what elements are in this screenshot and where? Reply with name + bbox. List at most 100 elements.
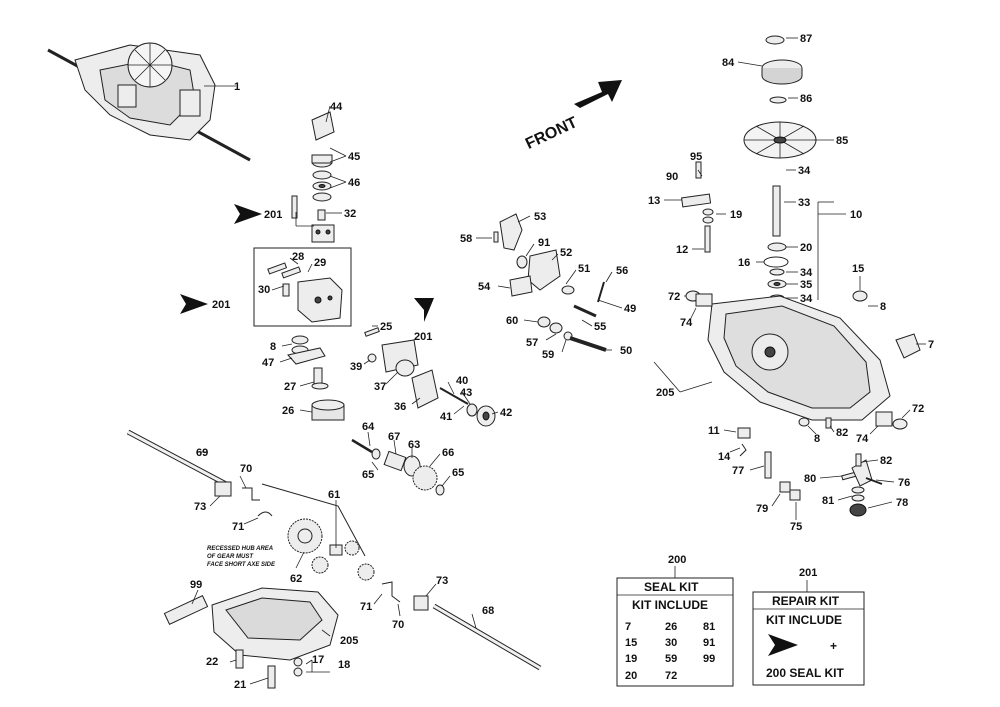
note-line: OF GEAR MUST [207,554,254,560]
callout-number: 82 [880,455,892,467]
callout-number: 35 [800,279,812,291]
cooling-fan [743,121,817,159]
callout-number: 21 [234,679,246,691]
input-shaft-stack [681,161,789,302]
callout-number: 72 [668,291,680,303]
seal-kit-subtitle: KIT INCLUDE [632,598,708,612]
callout-number: 41 [440,411,452,423]
seal-kit-part: 72 [665,670,677,682]
callout-number: 201 [414,331,432,343]
transaxle-housing-assembly [47,42,251,162]
lower-right-parts [737,427,883,517]
callout-number: 87 [800,33,812,45]
callout-number: 73 [436,575,448,587]
callout-number: 73 [194,501,206,513]
callout-number: 22 [206,656,218,668]
callout-number: 12 [676,244,688,256]
callout-number: 86 [800,93,812,105]
note-line: FACE SHORT AXE SIDE [207,562,276,568]
callout-number: 39 [350,361,362,373]
center-pump-parts [364,327,496,427]
kit-201-marker-arrow [234,204,262,224]
callout-number: 28 [292,251,304,263]
callout-number: 56 [616,265,628,277]
kit-201-marker-arrow [180,294,208,314]
callout-number: 7 [928,339,934,351]
callout-number: 76 [898,477,910,489]
callout-number: 57 [526,337,538,349]
callout-number: 68 [482,605,494,617]
callout-number: 34 [800,267,813,279]
repair-kit-title: REPAIR KIT [772,594,840,608]
callout-number: 71 [360,601,372,613]
callout-number: 201 [264,209,282,221]
callout-number: 79 [756,503,768,515]
callout-number: 10 [850,209,862,221]
kit-201-marker-arrow [768,634,798,656]
repair-kit-subtitle: KIT INCLUDE [766,613,842,627]
callout-number: 59 [542,349,554,361]
callout-number: 14 [718,451,731,463]
seal-kit-table: 200 SEAL KIT KIT INCLUDE 7 26 81 15 30 9… [616,554,734,687]
callout-number: 64 [362,421,375,433]
callout-number: 77 [732,465,744,477]
callout-number: 70 [392,619,404,631]
callout-number: 44 [330,101,343,113]
callout-number: 201 [212,299,230,311]
callout-number: 17 [312,654,324,666]
callout-number: 27 [284,381,296,393]
seal-kit-title: SEAL KIT [644,580,699,594]
callout-number: 63 [408,439,420,451]
callout-number: 45 [348,151,360,163]
callout-number: 37 [374,381,386,393]
callout-number: 74 [856,433,869,445]
callout-number: 18 [338,659,350,671]
callout-number: 8 [270,341,276,353]
callout-number: 15 [852,263,864,275]
callout-number: 90 [666,171,678,183]
kit-201-marker-arrow [414,298,434,322]
callout-number: 205 [656,387,674,399]
seal-kit-part: 91 [703,637,715,649]
callout-number: 29 [314,257,326,269]
callout-number: 69 [196,447,208,459]
callout-number: 58 [460,233,472,245]
callout-number: 95 [690,151,702,163]
callout-number: 47 [262,357,274,369]
callout-number: 34 [800,293,813,305]
control-arm-assembly [493,213,607,352]
callout-number: 50 [620,345,632,357]
callout-number: 49 [624,303,636,315]
callout-number: 46 [348,177,360,189]
lower-housing-left [163,587,339,689]
seal-kit-part: 99 [703,653,715,665]
seal-kit-part: 19 [625,653,637,665]
callout-number: 36 [394,401,406,413]
callout-number: 62 [290,573,302,585]
seal-kit-part: 7 [625,621,631,633]
callout-number: 71 [232,521,244,533]
callout-number: 54 [478,281,491,293]
callout-number: 26 [282,405,294,417]
callout-number: 65 [452,467,464,479]
assembly-note: RECESSED HUB AREA OF GEAR MUST FACE SHOR… [207,546,276,568]
seal-kit-part: 15 [625,637,637,649]
callout-number: 78 [896,497,908,509]
callout-number: 55 [594,321,606,333]
right-axle [381,581,542,671]
callout-number: 80 [804,473,816,485]
gear-train [351,438,445,496]
seal-kit-number: 200 [668,554,686,566]
callout-number: 74 [680,317,693,329]
callout-number: 67 [388,431,400,443]
seal-kit-part: 20 [625,670,637,682]
callout-number: 75 [790,521,802,533]
seal-kit-part: 26 [665,621,677,633]
callout-number: 99 [190,579,202,591]
callout-number: 16 [738,257,750,269]
seal-kit-part: 30 [665,637,677,649]
callout-leaders [191,37,926,685]
callout-labels: 1 44 45 46 201 32 28 29 201 30 8 47 27 2… [190,33,934,691]
callout-number: 1 [234,81,240,93]
